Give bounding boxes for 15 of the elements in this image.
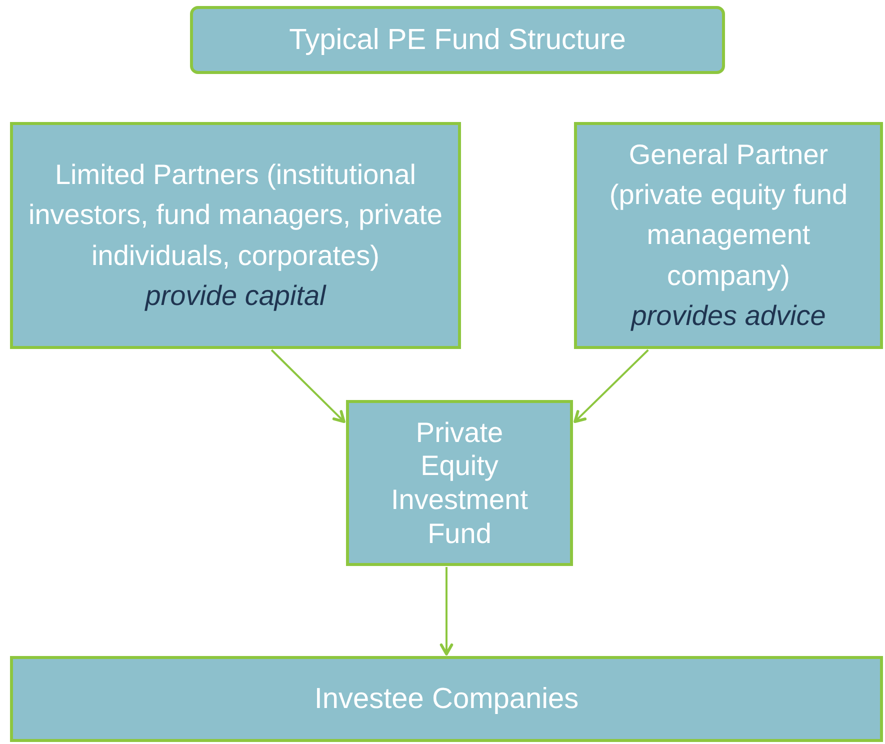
process-box xyxy=(346,400,573,566)
arrow xyxy=(440,567,454,656)
process-box xyxy=(574,122,883,349)
box-label: General Partner (private equity fund management company) xyxy=(608,138,849,293)
process-box xyxy=(10,656,883,742)
role-note: provides advice xyxy=(631,298,826,333)
box-label: Private Equity Investment Fund xyxy=(390,416,529,550)
title-box xyxy=(190,6,725,74)
role-note: provide capital xyxy=(145,278,326,313)
arrow xyxy=(574,349,649,423)
box-label: Limited Partners (institutional investors, fund managers, private individuals, corporates) xyxy=(28,158,444,273)
box-label: Typical PE Fund Structure xyxy=(289,22,626,58)
arrow xyxy=(270,349,346,423)
process-box xyxy=(10,122,461,349)
box-label: Investee Companies xyxy=(314,682,579,716)
